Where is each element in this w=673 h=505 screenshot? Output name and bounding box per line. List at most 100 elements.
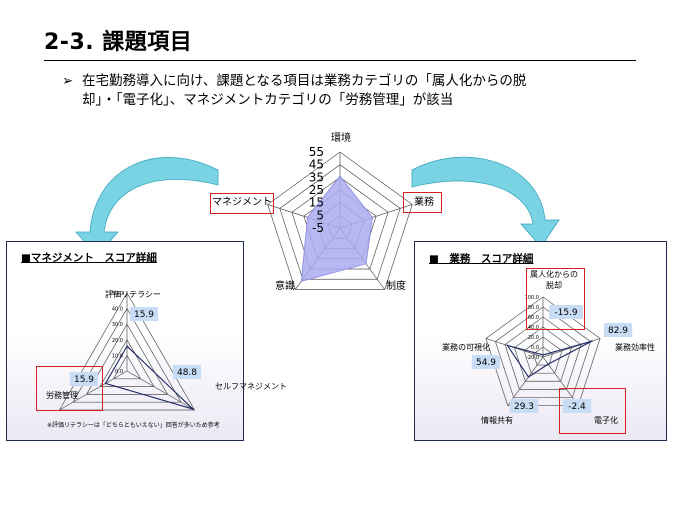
summary-bullet: ➢ 在宅勤務導入に向け、課題となる項目は業務カテゴリの「属人化からの脱 却」・「… [62,72,622,110]
radar-tick-label: -5 [312,221,324,235]
radar-data-point [306,216,309,219]
management-score-panel: ■マネジメント スコア詳細 ※評価リテラシーは「どちらともいえない」回答が多いた… [6,241,244,441]
management-panel-title: ■マネジメント スコア詳細 [21,252,157,264]
radar-data-label-box [562,399,592,413]
radar-grid-ring [485,296,601,406]
management-footnote: ※評価リテラシーは「どちらともいえない」回答が多いため参考 [47,422,220,429]
radar-data-label-box [172,365,202,379]
radar-data-label-box [549,305,583,319]
radar-axis-label: 意識 [275,279,295,292]
radar-tick-label: 45 [309,158,324,172]
radar-data-point [126,345,128,347]
radar-grid-ring [99,339,155,387]
labor-management-highlight [36,366,103,411]
radar-tick-label: 50.0 [112,291,123,297]
radar-tick-label: 40.0 [112,307,123,313]
radar-series-area [104,345,194,410]
radar-data-point [300,280,303,283]
slide-title: 2-3. 課題項目 [44,30,193,55]
radar-tick-label: 80.0 [528,305,539,311]
business-panel-title: ■ 業務 スコア詳細 [429,253,534,265]
radar-tick-label: 35 [309,170,324,184]
radar-data-label: 48.8 [177,368,197,378]
bullet-arrow-icon: ➢ [62,73,74,89]
radar-tick-label: 15 [309,196,324,210]
radar-axis-label: 業務効率性 [615,342,655,352]
radar-data-point [365,263,367,265]
business-score-panel: ■ 業務 スコア詳細 [414,241,667,441]
radar-data-point [104,382,107,385]
radar-tick-label: 0.0 [531,345,539,351]
radar-tick-label: 60.0 [528,315,539,321]
radar-axis-label: 業務の可視化 [442,342,490,352]
radar-tick-label: 55 [309,145,324,159]
radar-grid-ring [523,336,563,374]
radar-axis-label: 属人化からの [530,269,578,279]
radar-data-point [339,175,341,177]
radar-series-area [506,340,593,378]
title-divider [44,60,636,61]
radar-data-point [547,363,549,365]
radar-tick-label: 100.0 [525,295,539,301]
radar-data-label-box [603,323,633,337]
radar-grid-ring [279,164,401,280]
management-axis-highlight [210,193,274,214]
radar-tick-label: 0.0 [115,369,123,375]
radar-series-area [300,175,373,282]
radar-axis-label: 電子化 [594,415,618,425]
radar-tick-label: 20.0 [112,338,123,344]
radar-tick-label: 30.0 [112,322,123,328]
radar-axis-label: 労務管理 [46,390,78,400]
radar-tick-label: 25 [309,183,324,197]
radar-spoke [126,370,195,411]
radar-grid-ring [85,323,169,395]
radar-spoke [542,356,579,406]
radar-grid-ring [72,307,182,403]
bullet-line-2: 却」・「電子化」、マネジメントカテゴリの「労務管理」が該当 [82,92,454,108]
radar-grid-ring [514,326,572,382]
bullet-line-1: 在宅勤務導入に向け、課題となる項目は業務カテゴリの「属人化からの脱 [82,73,527,89]
radar-tick-label: 40.0 [528,325,539,331]
dependency-highlight [526,268,585,330]
radar-spoke [507,356,544,406]
radar-grid-ring [58,292,196,411]
radar-tick-label: 10.0 [112,353,123,359]
radar-tick-label: 5 [316,208,324,222]
radar-data-label-box [509,399,539,413]
radar-data-point [527,376,530,378]
radar-data-label: 82.9 [608,326,628,336]
radar-axis-label: 情報共有 [481,415,513,425]
digitization-highlight [559,388,626,434]
radar-tick-label: -20.0 [526,355,539,361]
radar-data-point [371,216,374,219]
radar-axis-label: 脱却 [546,280,562,290]
radar-axis-label: 評価リテラシー [105,289,161,299]
radar-data-label-box [69,372,99,386]
radar-axis-label: セルフマネジメント [215,382,287,391]
radar-data-label: -2.4 [568,402,586,412]
radar-data-point [591,340,593,342]
radar-axis-label: 業務 [414,195,434,208]
business-axis-highlight [403,192,442,213]
radar-data-label: 29.3 [514,402,534,412]
radar-spoke [59,370,128,411]
radar-data-label: -15.9 [554,308,578,318]
radar-grid-ring [504,316,582,390]
radar-grid-ring [112,354,142,380]
radar-data-point [542,354,544,356]
radar-data-point [192,408,194,410]
radar-tick-label: 20.0 [528,335,539,341]
radar-data-label-box [471,355,501,369]
radar-axis-label: マネジメント [212,196,272,208]
radar-axis-label: 環境 [331,131,351,144]
radar-grid-ring [267,151,413,290]
radar-data-point [506,344,509,347]
radar-data-label: 15.9 [134,310,154,320]
radar-grid-ring [495,306,591,398]
radar-data-label: 15.9 [74,375,94,385]
radar-data-label-box [129,307,159,321]
radar-data-label: 54.9 [476,358,496,368]
